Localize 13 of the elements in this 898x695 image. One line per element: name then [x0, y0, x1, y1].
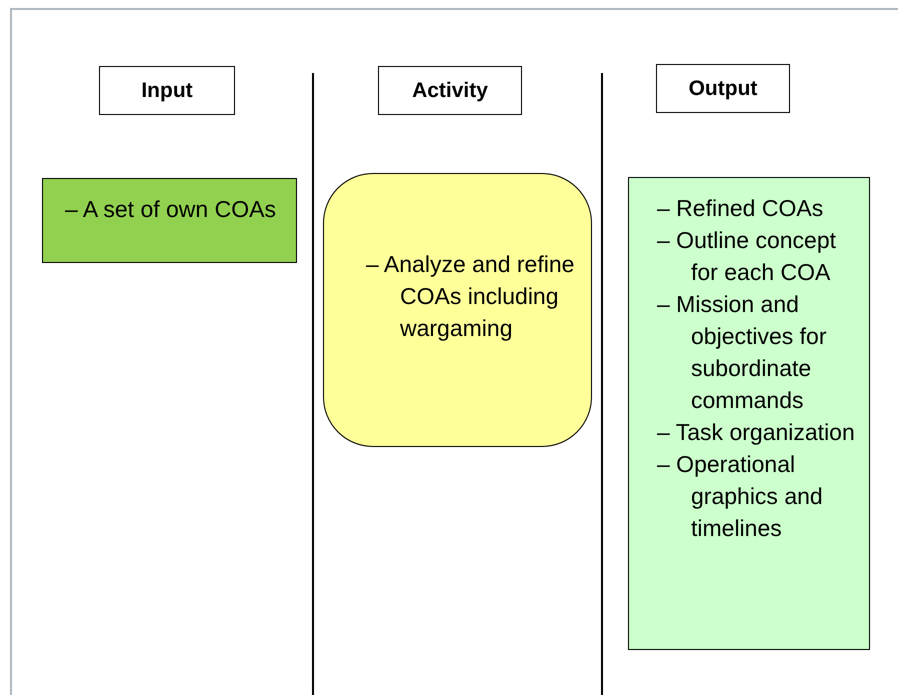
input-box — [42, 178, 297, 263]
bullet-item: – Analyze and refine COAs including wargaming — [366, 250, 576, 343]
output-box — [628, 177, 870, 650]
bullet-item: – A set of own COAs — [65, 195, 277, 224]
bullet-item: – Mission and objectives for subordinate commands — [657, 290, 828, 415]
bullet-item: – Refined COAs — [657, 194, 824, 223]
bullet-item: – Outline concept for each COA — [657, 226, 838, 287]
bullet-item: – Task organization — [657, 418, 856, 447]
column-header: Output — [656, 64, 790, 113]
activity-box — [323, 173, 592, 447]
bullet-item: – Operational graphics and timelines — [657, 450, 824, 543]
column-header: Input — [99, 66, 235, 115]
column-header: Activity — [378, 66, 522, 115]
